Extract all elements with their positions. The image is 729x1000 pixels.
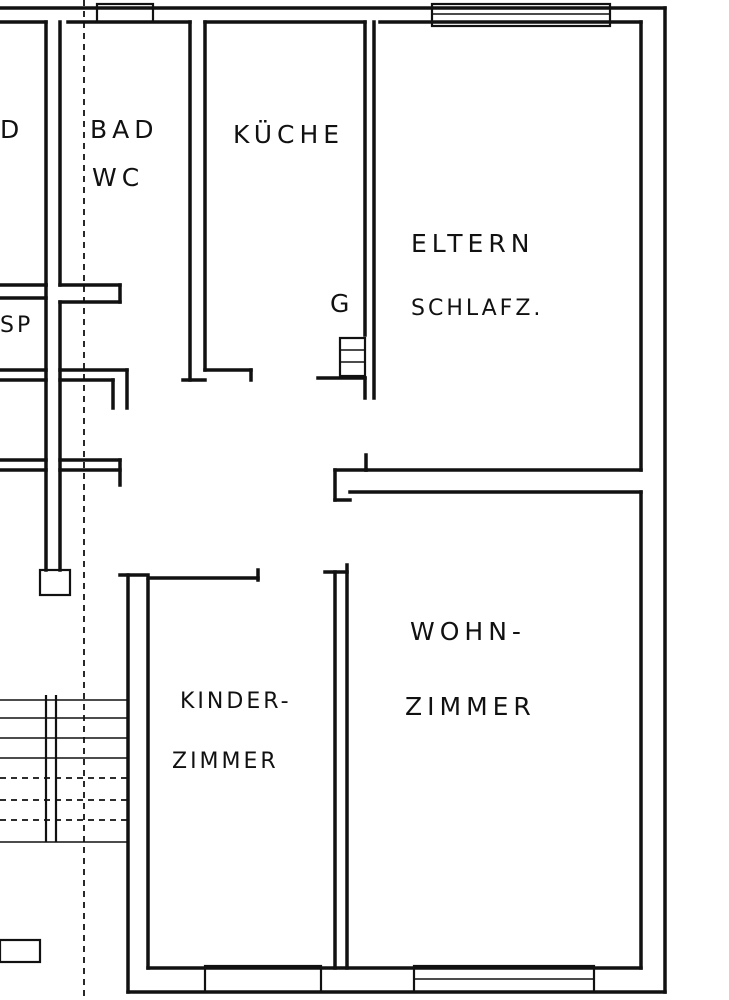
label-wohn-zimmer: ZIMMER — [405, 692, 536, 721]
wall-kueche-eltern — [316, 20, 376, 400]
label-g: G — [330, 289, 354, 318]
window-top-eltern — [430, 2, 612, 28]
wall-left-corridor — [0, 283, 129, 597]
label-schlafz: SCHLAFZ. — [411, 296, 543, 321]
label-kinder: KINDER- — [180, 689, 292, 714]
label-eltern: ELTERN — [411, 229, 534, 258]
label-kueche: KÜCHE — [233, 120, 344, 149]
label-kinder-zimmer: ZIMMER — [172, 749, 279, 774]
wall-d-bad — [44, 20, 62, 287]
label-bad: BAD — [90, 115, 159, 144]
wall-bad-lower — [58, 283, 122, 304]
wall-kinder-left — [118, 568, 260, 994]
wall-bad-kueche — [181, 20, 253, 382]
label-wc: WC — [92, 163, 144, 192]
exterior-wall-bottom — [126, 966, 667, 994]
wall-eltern-wohn — [333, 453, 643, 502]
exterior-wall-top — [0, 6, 667, 24]
window-bottom-wohn — [412, 964, 596, 994]
shaft-g — [338, 336, 367, 378]
label-d: D — [0, 115, 24, 144]
window-bottom-kinder — [203, 964, 323, 994]
exterior-wall-right — [639, 6, 667, 994]
window-top-bad — [95, 2, 155, 24]
label-wohn: WOHN- — [410, 617, 526, 646]
staircase — [0, 0, 128, 1000]
wall-kinder-wohn — [323, 563, 349, 970]
label-sp: SP — [0, 313, 33, 338]
